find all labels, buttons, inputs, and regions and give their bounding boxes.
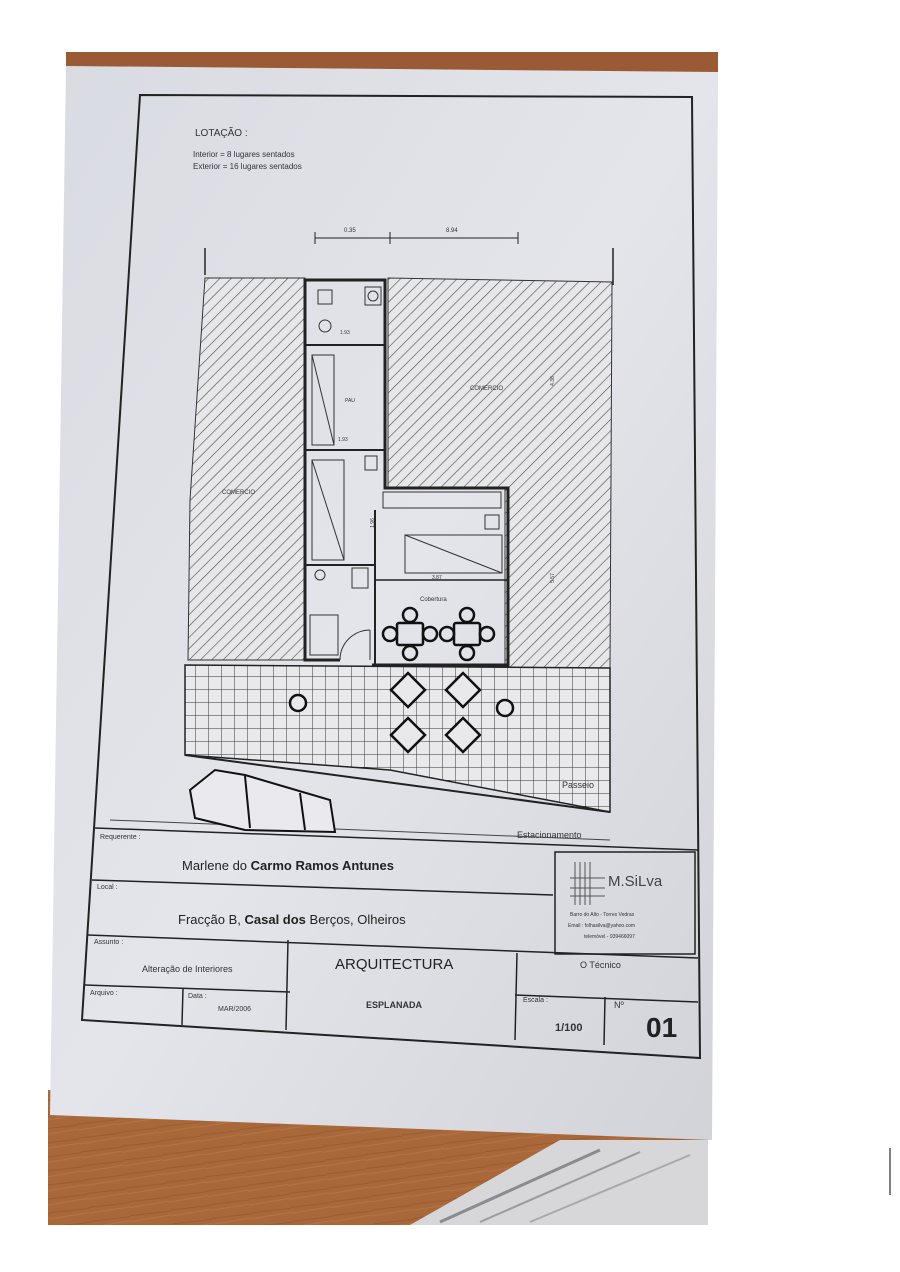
local-label: Local :	[97, 884, 118, 891]
counter-dim: 3.87	[432, 575, 442, 581]
room-label: PAU	[345, 398, 355, 404]
capacity-exterior: Exterior = 16 lugares sentados	[193, 162, 302, 171]
height-dim: 4.36	[549, 376, 556, 386]
dim-top-left: 0.35	[344, 228, 356, 234]
data-value: MAR/2006	[218, 1006, 252, 1013]
building-walls	[303, 278, 510, 667]
dim-top-right: 8.94	[446, 228, 458, 234]
contact-email: Email : folhasilva@yahoo.com	[568, 923, 636, 929]
road-edge	[184, 754, 611, 813]
escala-label: Escala :	[523, 997, 548, 1004]
parking-edge	[109, 819, 611, 841]
side-dim: 5.57	[549, 573, 556, 583]
esplanade-cover-label: Cobertura	[420, 597, 447, 603]
sidewalk-label: Passeio	[562, 780, 595, 790]
requerente-label: Requerente :	[100, 834, 141, 841]
contact-phone: telemóvel - 939466097	[584, 934, 635, 940]
wc-dim: 1.93	[340, 330, 350, 336]
contact-address: Barro do Alto - Torres Vedras	[570, 912, 635, 918]
requerente-value: Marlene do Carmo Ramos Antunes	[182, 858, 394, 873]
assunto-label: Assunto :	[94, 939, 124, 946]
capacity-heading: LOTAÇÃO :	[195, 128, 248, 139]
interior-fixtures	[309, 286, 503, 661]
local-value: Fracção B, Casal dos Berços, Olheiros	[178, 912, 406, 927]
logo-graphic	[570, 862, 605, 905]
paper-sheet	[50, 66, 718, 1140]
interior-tables	[381, 606, 496, 662]
drawing-number: 01	[646, 1012, 678, 1043]
kitchen-dim: 1.96	[369, 518, 376, 528]
assunto-value: Alteração de Interiores	[142, 964, 233, 974]
parking-label: Estacionamento	[517, 830, 582, 840]
room-dim: 1.93	[338, 437, 348, 443]
table-edge-top	[66, 52, 718, 72]
logo-text: M.SiLva	[608, 873, 663, 890]
number-label: Nº	[614, 1000, 624, 1010]
top-dimension	[204, 232, 614, 285]
tecnico-label: O Técnico	[580, 960, 621, 970]
drawing-title: ESPLANADA	[366, 1000, 423, 1010]
discipline-title: ARQUITECTURA	[335, 956, 454, 973]
capacity-interior: Interior = 8 lugares sentados	[193, 150, 295, 159]
car-icon	[188, 768, 337, 834]
escala-value: 1/100	[555, 1022, 583, 1034]
left-area-label: COMERCIO	[222, 490, 255, 496]
data-label: Data :	[188, 993, 207, 1000]
drawing-frame	[80, 93, 702, 1060]
right-area-label: COMERCIO	[470, 386, 503, 392]
esplanade-tables	[288, 671, 515, 754]
title-block-lines	[84, 827, 699, 1046]
left-hatched-area	[187, 277, 306, 661]
paper-stack	[410, 1140, 708, 1225]
arquivo-label: Arquivo :	[90, 990, 118, 997]
